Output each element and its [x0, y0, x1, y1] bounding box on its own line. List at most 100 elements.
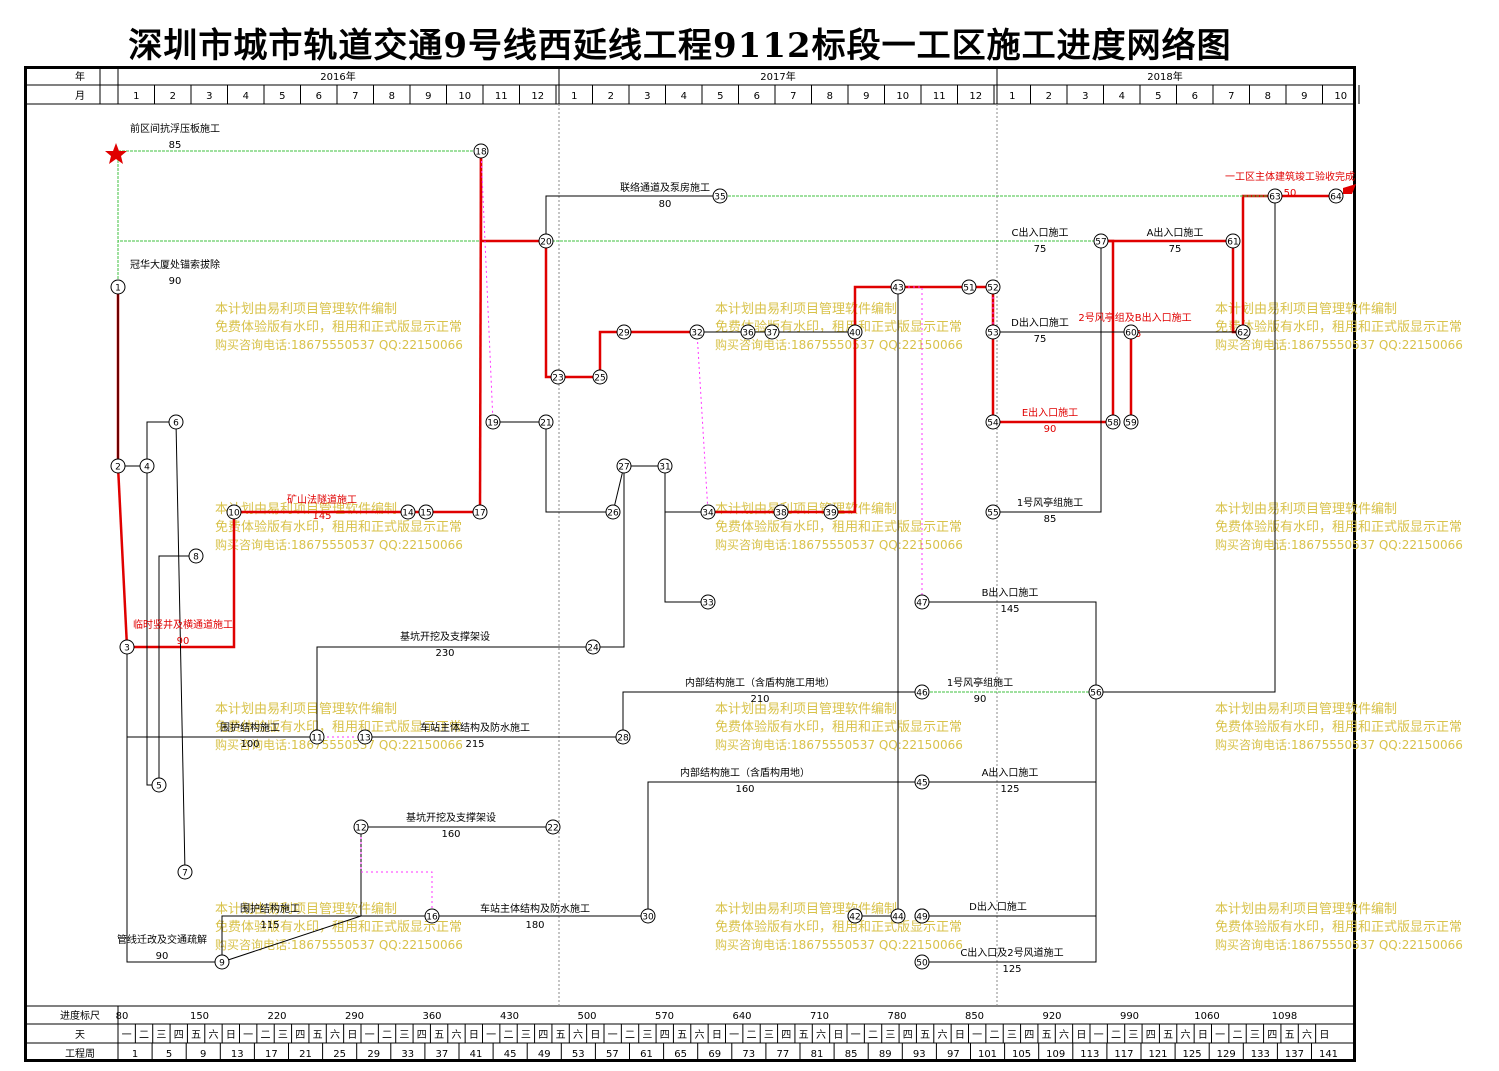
activity-arrow — [647, 781, 922, 916]
event-node-circle — [640, 908, 656, 924]
month-label: 10 — [1334, 91, 1347, 102]
event-node-number: 43 — [892, 284, 903, 294]
event-node: 61 — [1225, 233, 1241, 249]
day-cell: 二 — [382, 1030, 392, 1041]
event-node: 38 — [773, 504, 789, 520]
day-cell: 一 — [608, 1030, 618, 1041]
watermark-text: 购买咨询电话:18675550537 QQ:22150066 — [715, 537, 963, 552]
event-node-circle — [985, 414, 1001, 430]
diagram-frame — [24, 66, 1356, 1062]
day-cell: 五 — [1285, 1030, 1295, 1041]
day-cell: 日 — [955, 1030, 965, 1041]
event-node-number: 9 — [219, 959, 225, 969]
month-label: 10 — [896, 91, 909, 102]
event-node-circle — [177, 864, 193, 880]
event-node-number: 25 — [594, 374, 605, 384]
event-node-number: 10 — [228, 509, 240, 519]
event-node-circle — [914, 774, 930, 790]
activity-arrow — [117, 287, 147, 467]
event-node-circle — [773, 504, 789, 520]
event-node-number: 59 — [1125, 419, 1137, 429]
day-cell: 五 — [1163, 1030, 1173, 1041]
event-node-number: 56 — [1090, 689, 1102, 699]
activity-arrow — [664, 466, 708, 603]
watermark-text: 本计划由易利项目管理软件编制 — [1215, 702, 1397, 717]
activity-arrow — [696, 331, 709, 513]
month-label: 7 — [352, 91, 358, 102]
day-cell: 六 — [1059, 1029, 1069, 1041]
watermark-text: 免费体验版有水印，租用和正式版显示正常 — [715, 719, 962, 735]
watermark-text: 本计划由易利项目管理软件编制 — [715, 902, 897, 917]
event-node-number: 2 — [115, 463, 121, 473]
month-label: 7 — [790, 91, 796, 102]
scale-tick: 80 — [116, 1011, 129, 1022]
event-node-circle — [700, 504, 716, 520]
watermark-text: 购买咨询电话:18675550537 QQ:22150066 — [1215, 937, 1463, 952]
day-cell: 二 — [747, 1030, 757, 1041]
event-node: 21 — [538, 414, 554, 430]
day-cell: 五 — [313, 1030, 323, 1041]
day-cell: 四 — [781, 1030, 791, 1041]
event-node: 8 — [188, 548, 204, 564]
activity-duration: 75 — [1169, 244, 1182, 255]
event-node: 30 — [640, 908, 656, 924]
day-cell: 四 — [1146, 1030, 1156, 1041]
watermark-text: 免费体验版有水印，租用和正式版显示正常 — [1215, 919, 1462, 935]
watermark-text: 免费体验版有水印，租用和正式版显示正常 — [215, 719, 462, 735]
week-cell: 109 — [1046, 1049, 1065, 1060]
scale-tick: 220 — [267, 1011, 286, 1022]
event-node-number: 13 — [359, 734, 370, 744]
day-cell: 六 — [208, 1029, 218, 1041]
event-node-number: 45 — [916, 779, 927, 789]
scale-tick: 1060 — [1194, 1011, 1219, 1022]
event-node-circle — [473, 143, 489, 159]
activity-duration: 125 — [1000, 784, 1019, 795]
activity-duration: 80 — [659, 199, 672, 210]
week-cell: 5 — [166, 1049, 172, 1060]
event-node-circle — [188, 548, 204, 564]
event-node-number: 26 — [607, 509, 619, 519]
event-node-number: 39 — [825, 509, 837, 519]
event-node-number: 8 — [193, 553, 199, 563]
week-cell: 37 — [436, 1049, 449, 1060]
event-node-circle — [1123, 324, 1139, 340]
activity-name: 矿山法隧道施工 — [287, 493, 357, 506]
activity-duration: 90 — [974, 694, 987, 705]
event-node: 27 — [616, 458, 632, 474]
activity-name: B出入口施工 — [982, 586, 1039, 599]
event-node-circle — [1235, 324, 1251, 340]
event-node-number: 19 — [487, 419, 499, 429]
day-cell: 三 — [1250, 1030, 1260, 1041]
watermark-text: 购买咨询电话:18675550537 QQ:22150066 — [715, 737, 963, 752]
event-node: 64 — [1328, 188, 1344, 204]
event-node: 26 — [605, 504, 621, 520]
event-node-circle — [424, 908, 440, 924]
event-node-number: 60 — [1125, 329, 1137, 339]
day-cell: 二 — [139, 1030, 149, 1041]
day-cell: 日 — [1198, 1030, 1208, 1041]
event-node: 24 — [585, 639, 601, 655]
event-node-circle — [1267, 188, 1283, 204]
day-cell: 五 — [677, 1030, 687, 1041]
activity-name: A出入口施工 — [1147, 226, 1204, 239]
watermark-text: 本计划由易利项目管理软件编制 — [715, 302, 897, 317]
day-cell: 一 — [1215, 1030, 1225, 1041]
event-node: 45 — [914, 774, 930, 790]
activity-arrow — [545, 195, 720, 241]
scale-tick: 360 — [422, 1011, 441, 1022]
event-node: 57 — [1093, 233, 1109, 249]
event-node: 25 — [592, 369, 608, 385]
activity-duration: 100 — [240, 739, 259, 750]
event-node-number: 58 — [1107, 419, 1119, 429]
activity-name: 围护结构施工 — [240, 902, 300, 915]
activity-arrow — [221, 915, 432, 962]
activity-duration: 85 — [169, 140, 182, 151]
week-cell: 93 — [913, 1049, 926, 1060]
day-cell: 一 — [365, 1030, 375, 1041]
month-label: 7 — [1228, 91, 1234, 102]
week-cell: 21 — [299, 1049, 312, 1060]
week-cell: 81 — [811, 1049, 824, 1060]
event-node-circle — [985, 324, 1001, 340]
